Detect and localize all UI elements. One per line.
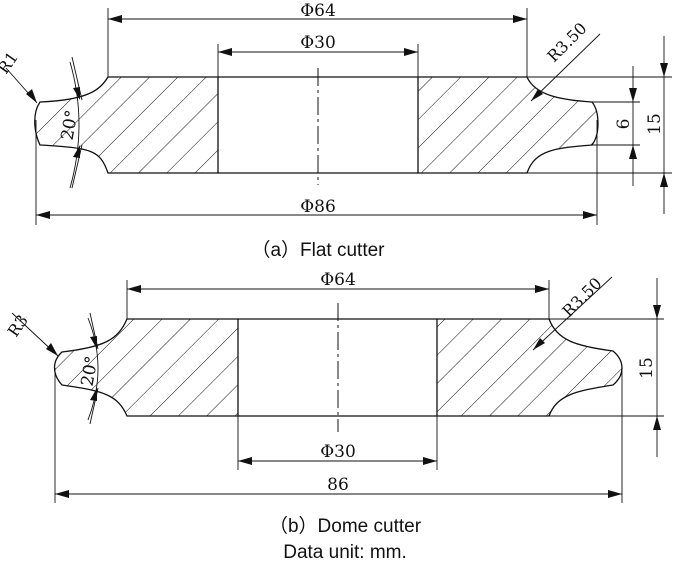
dome-r350-leader <box>532 276 613 351</box>
flat-arrow-15-top <box>660 63 668 77</box>
dome-left-section-hatch <box>54 319 238 416</box>
dome-arrow-15-top <box>653 305 661 319</box>
flat-arrow-86-right <box>583 211 597 219</box>
flat-angle-arc <box>69 61 80 189</box>
dome-corner-radius-label: R3.50 <box>558 274 605 321</box>
dome-arrow-86-left <box>55 490 69 498</box>
flat-angle-arrow-bottom <box>73 145 80 158</box>
flat-overall-diameter-label: Φ86 <box>300 197 336 217</box>
flat-right-profile <box>417 76 599 174</box>
dome-edge-radius-label: R3 <box>4 311 32 340</box>
flat-r350-arrow <box>531 89 543 101</box>
dome-overall-diameter-label: 86 <box>327 475 349 495</box>
flat-angle-ref-bottom <box>71 144 83 189</box>
flat-arrow-6-bottom <box>629 145 637 159</box>
dome-arrow-30-right <box>423 457 437 465</box>
dome-angle-arc <box>87 317 99 421</box>
flat-edge-radius-label: R1 <box>0 48 22 77</box>
flat-edge-thickness-label: 6 <box>614 119 634 130</box>
dome-bore-diameter-label: Φ30 <box>320 442 356 462</box>
flat-outer-diameter-label: Φ64 <box>300 1 336 21</box>
flat-angle-arrow-top <box>73 87 80 100</box>
flat-height-label: 15 <box>645 113 665 135</box>
flat-arrow-86-left <box>36 211 50 219</box>
flat-cutter-figure: Φ64 Φ30 Φ86 15 6 R1 <box>0 1 672 225</box>
dome-cutter-caption: （b）Dome cutter <box>269 515 422 537</box>
flat-r350-leader <box>530 33 601 102</box>
flat-arrow-15-bottom <box>660 173 668 187</box>
dome-height-label: 15 <box>637 357 657 379</box>
dome-arrow-86-right <box>608 490 622 498</box>
dome-arrow-30-left <box>238 457 252 465</box>
flat-arrow-64-left <box>108 15 122 23</box>
flat-cutter-caption: （a）Flat cutter <box>251 239 385 261</box>
flat-bore-diameter-label: Φ30 <box>300 33 336 53</box>
dome-arrow-15-bottom <box>653 416 661 430</box>
flat-arrow-64-right <box>513 15 527 23</box>
flat-corner-radius-label: R3.50 <box>543 19 590 66</box>
dome-cutter-figure: Φ64 Φ30 86 15 R3 R3.50 <box>4 270 664 503</box>
dome-outer-diameter-label: Φ64 <box>320 270 356 290</box>
dome-right-section-hatch <box>437 319 622 416</box>
dome-angle-arrow-top <box>90 336 97 349</box>
flat-r1-arrow <box>26 89 37 103</box>
flat-right-section-hatch <box>418 77 598 173</box>
flat-arrow-6-top <box>629 88 637 102</box>
flat-angle-ref-top <box>71 56 83 101</box>
dome-arrow-64-left <box>127 285 141 293</box>
dome-angle-arrow-bottom <box>90 388 97 401</box>
flat-arrow-30-right <box>404 48 418 56</box>
dome-r350-arrow <box>533 338 545 350</box>
dome-left-profile <box>53 318 239 417</box>
dome-r3-arrow <box>46 343 58 356</box>
flat-left-section-hatch <box>34 77 218 173</box>
flat-arrow-30-left <box>218 48 232 56</box>
dome-arrow-64-right <box>535 285 549 293</box>
unit-note: Data unit: mm. <box>283 542 407 563</box>
